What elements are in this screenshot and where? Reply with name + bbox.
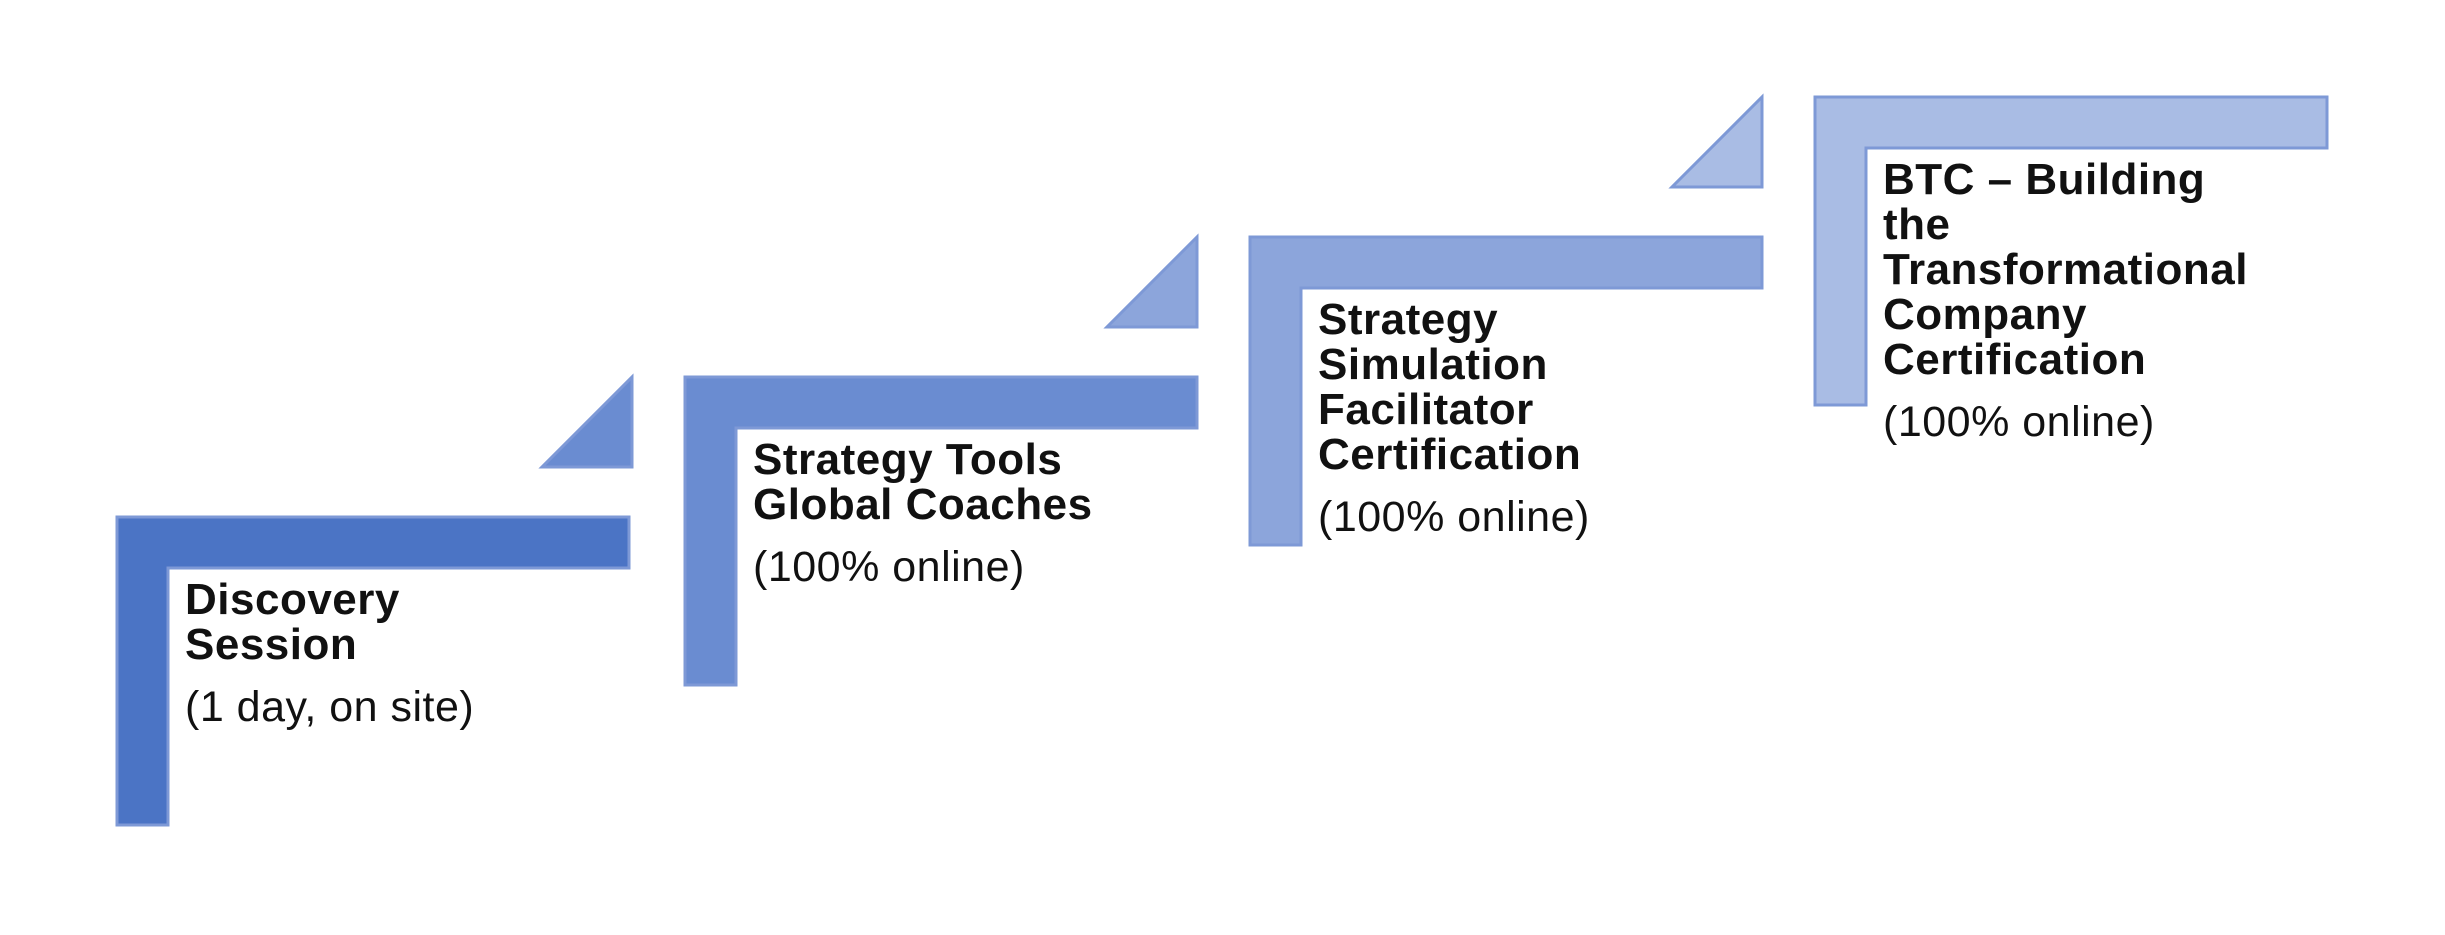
step-btc-certification: BTC – Building the Transformational Comp… [1668, 93, 2329, 445]
step-subtitle: (100% online) [1883, 398, 2155, 446]
step-text-block: Strategy Tools Global Coaches (100% onli… [753, 437, 1233, 590]
step-strategy-tools-global-coaches: Strategy Tools Global Coaches (100% onli… [538, 373, 1199, 687]
step-corner-shape [1813, 95, 2329, 407]
step-text-block: Strategy Simulation Facilitator Certific… [1318, 297, 1798, 540]
step-discovery-session: Discovery Session (1 day, on site) [115, 515, 631, 827]
step-up-triangle-icon [1103, 233, 1199, 329]
step-text-block: BTC – Building the Transformational Comp… [1883, 157, 2363, 445]
step-title: Discovery Session [185, 575, 400, 669]
step-corner-shape [115, 515, 631, 827]
step-corner-shape [683, 375, 1199, 687]
step-strategy-simulation-facilitator: Strategy Simulation Facilitator Certific… [1103, 233, 1764, 547]
step-title: Strategy Tools Global Coaches [753, 435, 1093, 529]
step-subtitle: (100% online) [753, 543, 1025, 591]
step-up-triangle-icon [1668, 93, 1764, 189]
step-corner-shape [1248, 235, 1764, 547]
step-text-block: Discovery Session (1 day, on site) [185, 577, 665, 730]
step-subtitle: (1 day, on site) [185, 683, 475, 731]
step-title: BTC – Building the Transformational Comp… [1883, 155, 2248, 384]
step-up-triangle-icon [538, 373, 634, 469]
step-title: Strategy Simulation Facilitator Certific… [1318, 295, 1582, 479]
step-subtitle: (100% online) [1318, 493, 1590, 541]
